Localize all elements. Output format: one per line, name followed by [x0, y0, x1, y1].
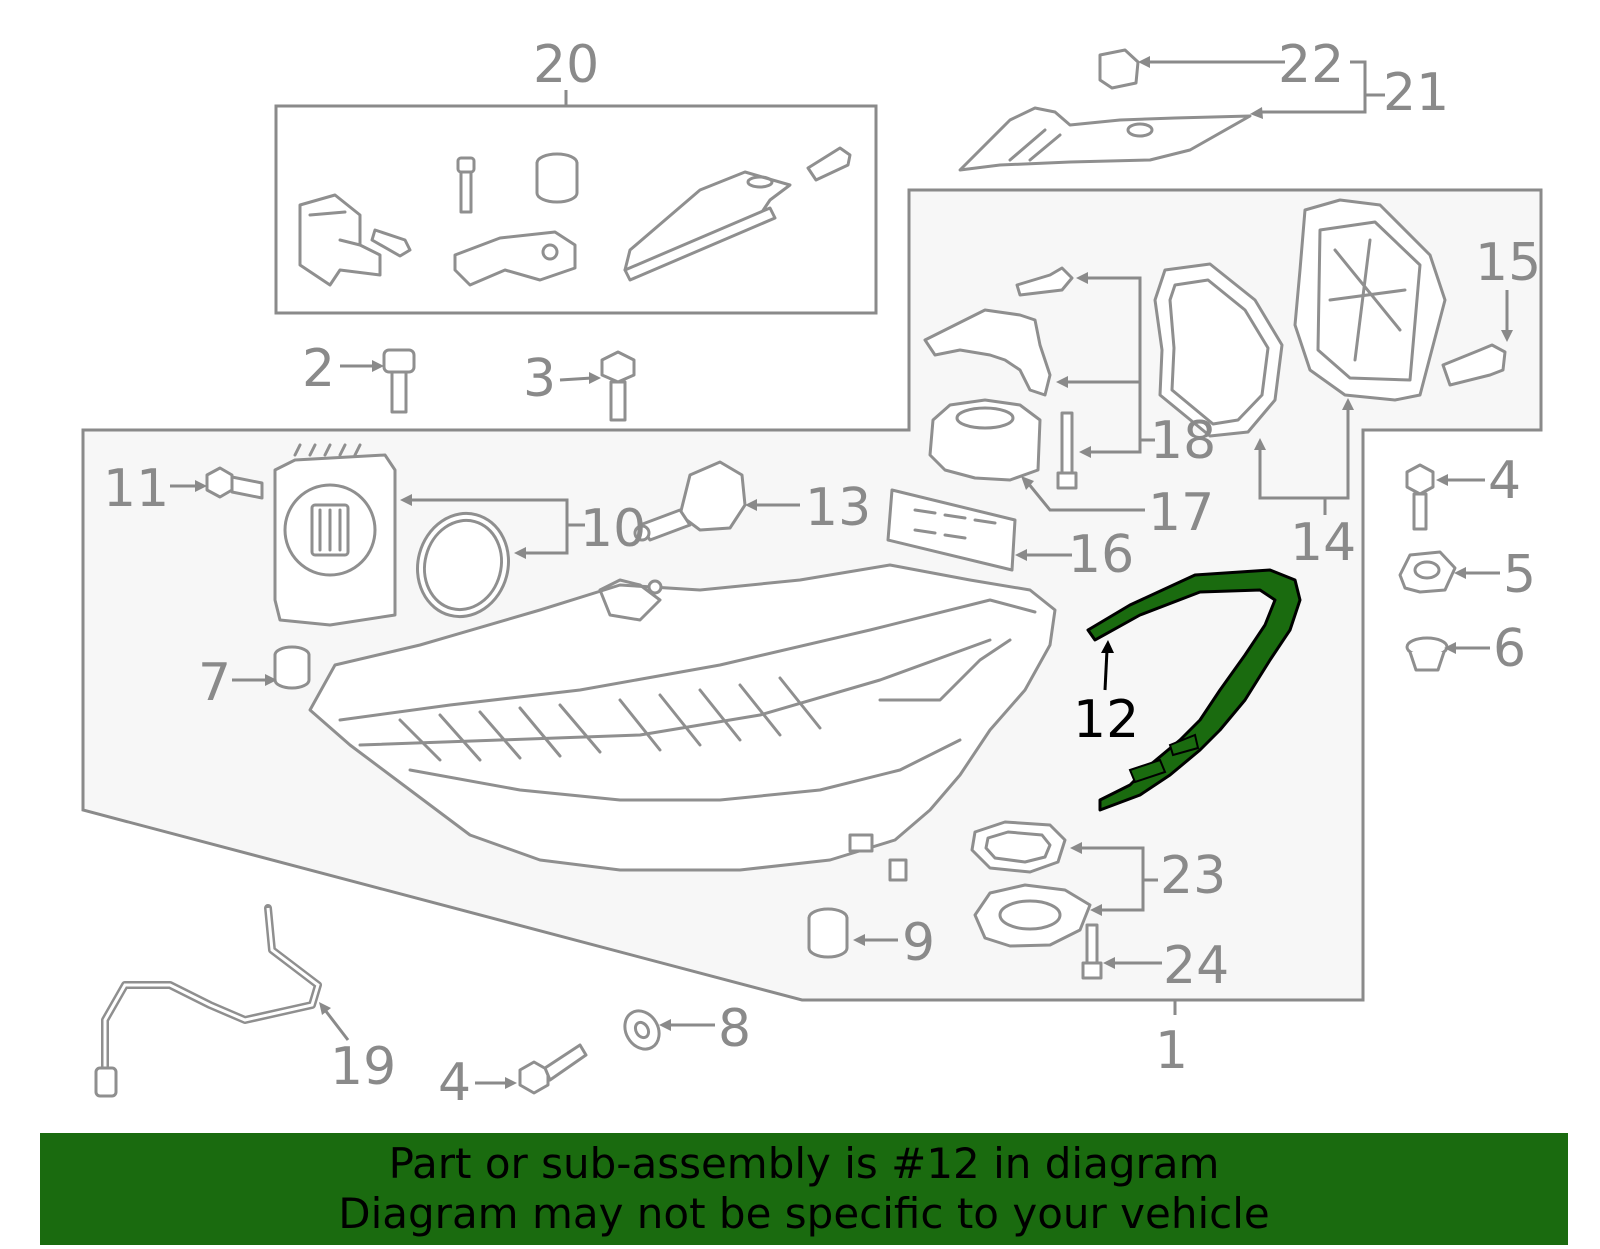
callout-18: 18 — [1150, 411, 1216, 471]
callout-24: 24 — [1163, 936, 1229, 996]
part-9-bushing — [807, 907, 849, 959]
callout-labels: 1 2 3 4 5 6 7 8 9 10 11 12 13 14 15 16 1… — [103, 35, 1541, 1113]
part-7-bushing — [273, 645, 311, 690]
banner-line-2: Diagram may not be specific to your vehi… — [338, 1189, 1270, 1238]
part-16-plate — [886, 488, 1017, 572]
part-5-clip — [1398, 550, 1457, 594]
callout-7: 7 — [198, 653, 231, 713]
headlamp-assembly — [308, 563, 1057, 882]
part-4-bolt-bottom — [518, 1043, 588, 1095]
callout-8: 8 — [718, 999, 751, 1059]
callout-1: 1 — [1155, 1021, 1188, 1081]
banner-line-1: Part or sub-assembly is #12 in diagram — [388, 1139, 1220, 1188]
part-11-bolt — [205, 466, 264, 500]
callout-4-bottom: 4 — [438, 1053, 471, 1113]
part-8-grommet — [623, 1009, 661, 1051]
part-10-seal-ring — [415, 511, 511, 619]
callout-13: 13 — [805, 478, 871, 538]
part-23-gasket — [970, 820, 1067, 874]
callout-2: 2 — [302, 339, 335, 399]
callout-3: 3 — [523, 349, 556, 409]
part-2-bolt — [382, 348, 416, 414]
callout-19: 19 — [330, 1037, 396, 1097]
part-18-long-bolt — [1056, 411, 1078, 490]
leader-lines — [170, 56, 1513, 1089]
part-21-bracket — [958, 106, 1252, 172]
callout-12-highlighted: 12 — [1073, 690, 1139, 750]
callout-10: 10 — [580, 499, 646, 559]
callout-14: 14 — [1290, 513, 1356, 573]
part-18-bolt-top — [1015, 266, 1074, 297]
assembly-box-20 — [274, 104, 878, 315]
callout-6: 6 — [1493, 619, 1526, 679]
callout-20: 20 — [533, 35, 599, 95]
part-18-bracket — [923, 308, 1052, 397]
part-15-bolt — [1441, 343, 1507, 387]
part-13-bulb-socket — [633, 460, 747, 542]
callout-23: 23 — [1160, 846, 1226, 906]
part-12-seal-highlighted — [1086, 568, 1302, 812]
part-23-cover — [973, 883, 1092, 948]
notice-banner: Part or sub-assembly is #12 in diagram D… — [40, 1133, 1568, 1245]
callout-16: 16 — [1068, 525, 1134, 585]
callout-15: 15 — [1475, 233, 1541, 293]
part-20-bolt-right — [806, 146, 852, 182]
part-20-plate — [453, 230, 577, 287]
part-10-control-module — [273, 443, 397, 627]
part-19-cable — [94, 904, 322, 1098]
part-22-clip — [1098, 48, 1140, 90]
part-14-cover — [1293, 198, 1447, 402]
callout-4: 4 — [1488, 451, 1521, 511]
callout-17: 17 — [1148, 483, 1214, 543]
callout-22: 22 — [1278, 35, 1344, 95]
part-20-bolt — [456, 156, 476, 214]
callout-11: 11 — [103, 459, 169, 519]
part-6-plug — [1405, 636, 1449, 672]
callout-9: 9 — [902, 913, 935, 973]
callout-5: 5 — [1503, 545, 1536, 605]
part-20-screw-small — [370, 228, 412, 258]
part-4-bolt-right — [1405, 463, 1435, 531]
part-3-bolt — [600, 350, 636, 422]
part-20-bracket-clip — [298, 193, 382, 287]
part-24-bolt — [1081, 923, 1103, 980]
part-14-gasket — [1153, 262, 1284, 438]
part-20-bushing — [535, 152, 579, 204]
callout-21: 21 — [1383, 63, 1449, 123]
part-17-housing — [928, 398, 1042, 482]
part-20-long-bracket — [623, 170, 792, 282]
